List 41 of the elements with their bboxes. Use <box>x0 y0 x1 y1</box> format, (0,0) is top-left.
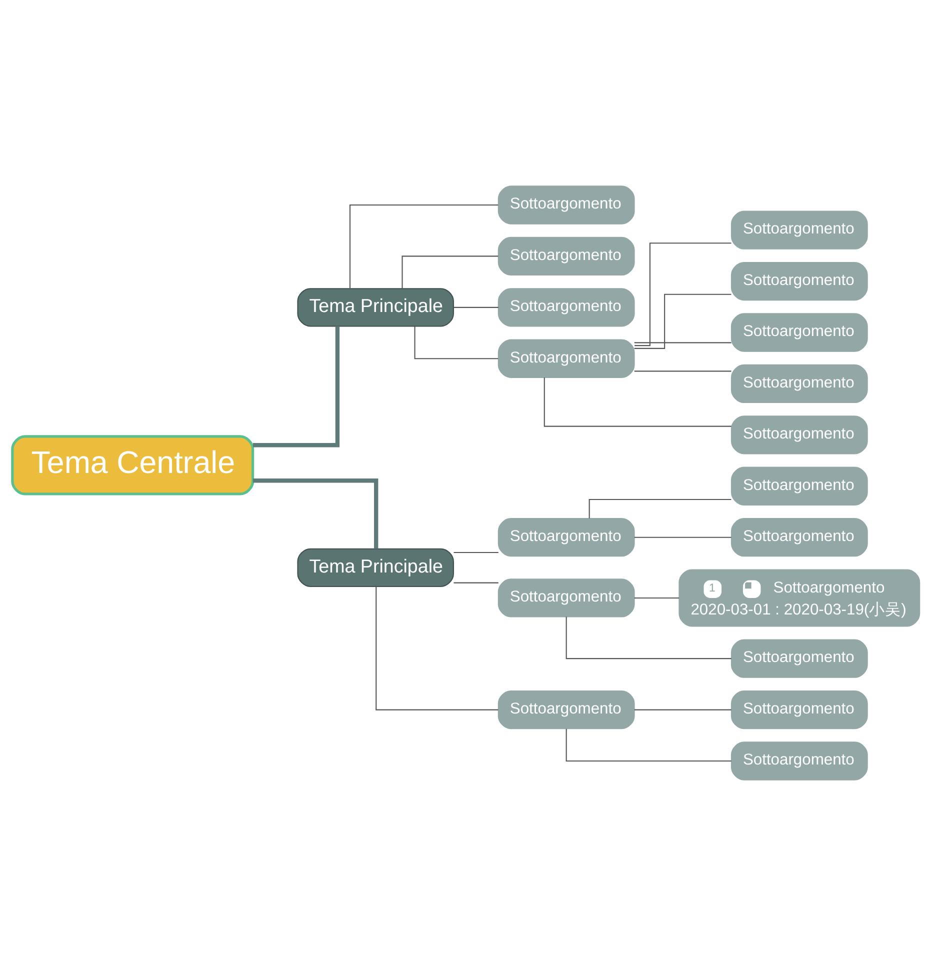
connector <box>544 377 732 427</box>
node-box: Sottoargomento <box>730 364 868 404</box>
connector <box>634 597 680 598</box>
connector <box>634 370 732 372</box>
connector <box>252 326 340 448</box>
connector <box>252 478 378 549</box>
node-box: Sottoargomento <box>498 236 635 276</box>
connector <box>402 256 498 288</box>
node-box: Sottoargomento <box>730 466 868 506</box>
node-box: Sottoargomento <box>498 288 635 327</box>
connector <box>414 326 498 360</box>
node-box: Sottoargomento <box>498 518 635 557</box>
node-box: Sottoargomento <box>730 518 868 557</box>
connector <box>454 306 498 308</box>
node-box: Sottoargomento <box>498 339 635 378</box>
node-box: Sottoargomento <box>498 186 635 224</box>
node-box: Sottoargomento <box>730 313 868 352</box>
node-box: Sottoargomento <box>730 416 868 454</box>
node-box: Tema Centrale <box>11 435 254 496</box>
node-box: Sottoargomento <box>730 690 868 730</box>
connector <box>588 498 732 518</box>
node-box: Tema Principale <box>297 548 454 587</box>
connector <box>376 586 498 710</box>
connector <box>634 709 732 710</box>
connector <box>634 242 732 346</box>
connector <box>566 728 732 762</box>
node-box: Sottoargomento <box>730 639 868 678</box>
node-box: Sottoargomento <box>730 210 868 250</box>
connector <box>349 204 498 288</box>
node-box: Sottoargomento <box>730 742 868 780</box>
node-box: 1 Sottoargomento 2020-03-01 : 2020-03-19(小吴) <box>678 569 920 627</box>
connector <box>634 342 732 344</box>
node-box: Sottoargomento <box>498 578 635 618</box>
connector <box>566 616 732 660</box>
connector <box>454 582 498 584</box>
connector <box>454 552 498 554</box>
node-box: Tema Principale <box>297 288 454 327</box>
connector <box>634 294 732 349</box>
node-box: Sottoargomento <box>498 690 635 730</box>
node-box: Sottoargomento <box>730 262 868 301</box>
connector <box>634 536 732 538</box>
